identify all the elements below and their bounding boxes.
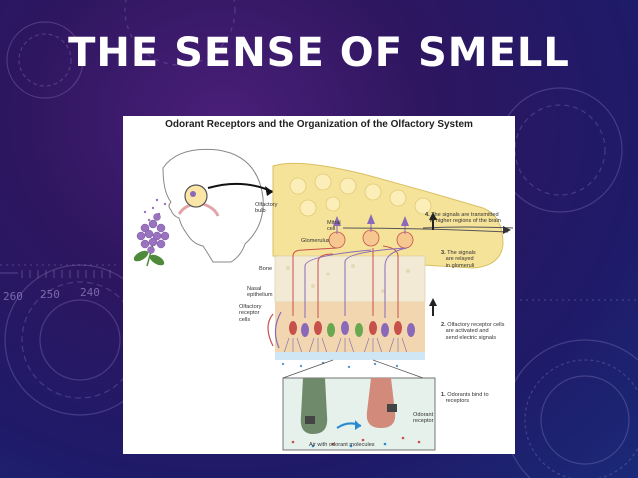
step-1: 1. Odorants bind to receptors	[441, 392, 489, 405]
lilac-flower	[133, 213, 170, 267]
bone-layer	[274, 255, 426, 303]
diagram-title: Odorant Receptors and the Organization o…	[165, 119, 473, 130]
red-receptor-cell	[366, 378, 396, 428]
receptor-protein	[305, 416, 315, 424]
receptor-cells	[289, 321, 415, 337]
head-outline	[162, 148, 264, 263]
deco-number: 240	[80, 286, 100, 299]
deco-number: 250	[40, 288, 60, 301]
step-3: 3. The signals are relayed in glomeruli	[441, 250, 476, 269]
olfactory-diagram: Odorant Receptors and the Organization o…	[123, 116, 515, 454]
nasal-epithelium	[275, 302, 425, 352]
slide-title: THE SENSE OF SMELL	[68, 30, 570, 76]
step-4: 4. The signals are transmitted to higher…	[425, 212, 501, 225]
diagram-illustration	[133, 148, 514, 451]
mitral-cells	[333, 214, 409, 226]
glomeruli	[328, 229, 414, 249]
label-air-odorant: Air with odorant molecules	[309, 442, 375, 448]
label-glomerulus: Glomerulus	[301, 238, 330, 244]
green-receptor-cell	[300, 378, 328, 434]
label-bone: Bone	[259, 266, 273, 272]
step-2: 2. Olfactory receptor cells are activate…	[441, 322, 505, 341]
magnifier-circle	[184, 184, 208, 208]
deco-number: 260	[3, 290, 23, 303]
